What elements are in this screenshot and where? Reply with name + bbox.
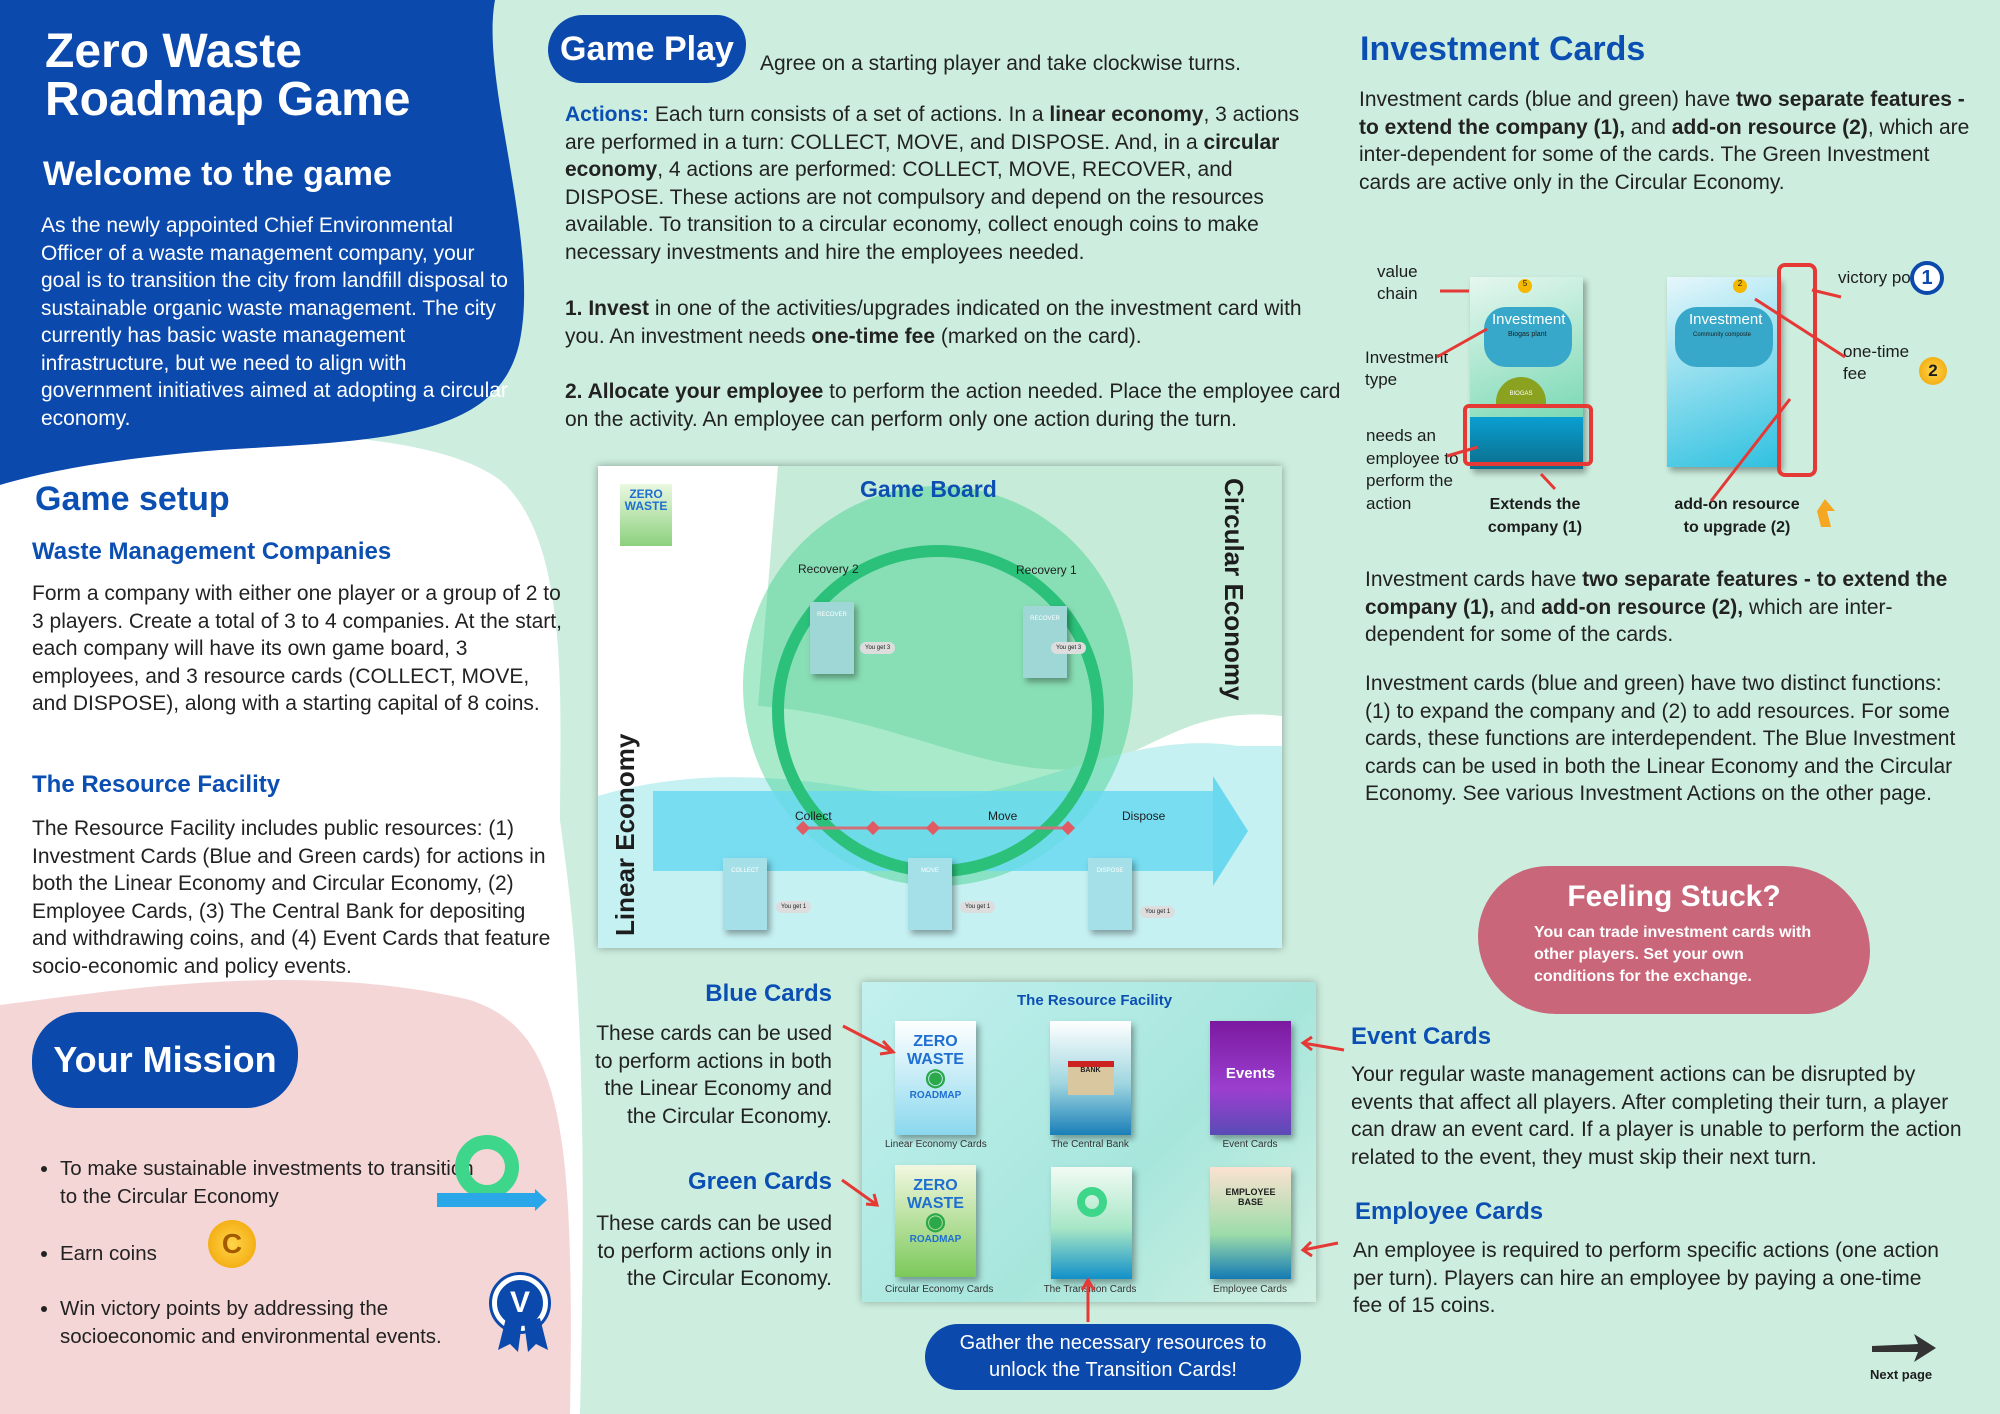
mission-item: Win victory points by addressing the soc… [60,1295,480,1350]
blue-cards-text: These cards can be used to perform actio… [595,1022,832,1128]
employee-cards-heading: Employee Cards [1355,1198,1544,1225]
welcome-heading: Welcome to the game [43,155,392,193]
mission-list: To make sustainable investments to trans… [60,1155,480,1350]
one-time-fee-label: one-time fee [1843,342,1910,383]
green-cards-text: These cards can be used to perform actio… [596,1212,832,1290]
fee-coin-icon: 2 [1919,357,1947,385]
recovery1-label: Recovery 1 [1016,563,1077,577]
card-caption: Employee Cards [1213,1284,1287,1295]
next-page-link[interactable]: Next page [1870,1367,1933,1382]
linear-economy-label: Linear Economy [610,733,640,936]
investment-type-label: Investment type [1365,348,1449,389]
page-title: Zero Waste Roadmap Game [45,28,410,124]
dispose-card: DISPOSE [1088,858,1132,930]
move-card: MOVE [908,858,952,930]
reward-badge: You get 3 [1051,642,1087,654]
reward-badge: You get 3 [860,642,896,654]
title-line-1: Zero Waste [45,25,302,78]
card-caption: The Central Bank [1051,1139,1129,1150]
move-label: Move [988,809,1018,823]
addon-label: add-on resource to upgrade (2) [1674,496,1800,536]
ribbon-tails-icon [498,1318,548,1352]
transition-logo-icon [437,1135,547,1211]
feeling-stuck-callout: Feeling Stuck? You can trade investment … [1478,866,1870,1014]
employee-cards-text: An employee is required to perform speci… [1353,1239,1939,1317]
mission-item: Earn coins [60,1240,480,1295]
mission-item: To make sustainable investments to trans… [60,1155,480,1240]
central-bank-card: BANK [1050,1021,1131,1135]
reward-badge: You get 1 [960,901,996,913]
victory-ribbon-icon: 1 [1910,261,1944,295]
investment-text-1: Investment cards (blue and green) have t… [1359,88,1970,194]
coin-icon: C [208,1220,256,1268]
investment-heading: Investment Cards [1360,30,1646,68]
reward-badge: You get 1 [1140,906,1176,918]
actions-text: Actions: Each turn consists of a set of … [565,103,1300,264]
card-caption: Event Cards [1222,1139,1278,1150]
employee-card: EMPLOYEE BASE [1210,1167,1291,1279]
event-cards-text: Your regular waste management actions ca… [1351,1063,1962,1169]
investment-card-diagram: value chain Investment type needs an emp… [1365,249,1985,549]
investment-text-3: Investment cards (blue and green) have t… [1365,672,1956,805]
step-invest: 1. Invest in one of the activities/upgra… [565,297,1302,348]
board-title: Game Board [860,476,997,502]
title-line-2: Roadmap Game [45,73,411,126]
transition-card [1051,1167,1132,1279]
circular-economy-label: Circular Economy [1219,478,1249,701]
gameplay-heading: Game Play [548,15,746,83]
recover-card: RECOVER [810,602,854,674]
actions-label: Actions: [565,103,649,126]
highlight-extends [1463,404,1593,466]
companies-heading: Waste Management Companies [32,538,392,565]
diagram-arrows [1436,288,1846,527]
fee-coin-icon: 2 [1733,279,1747,293]
dispose-label: Dispose [1122,809,1166,823]
investment-card-biogas: Investment Biogas plant BIOGAS 5 [1470,277,1583,469]
gather-resources-banner: Gather the necessary resources to unlock… [925,1324,1301,1390]
card-caption: Circular Economy Cards [885,1284,994,1295]
stuck-title: Feeling Stuck? [1567,880,1781,913]
gameplay-intro: Agree on a starting player and take cloc… [760,52,1241,75]
next-page-arrow-icon[interactable] [1870,1330,1940,1366]
intro-text: As the newly appointed Chief Environment… [41,214,508,430]
extends-label: Extends the company (1) [1487,496,1583,536]
companies-text: Form a company with either one player or… [32,582,562,715]
card-caption: The Transition Cards [1043,1284,1137,1295]
investment-text-2: Investment cards have two separate featu… [1365,568,1948,646]
needs-employee-label: needs an employee to perform the action [1366,426,1459,513]
facility-heading: The Resource Facility [32,771,281,798]
event-cards-card: Events [1210,1021,1291,1135]
event-cards-heading: Event Cards [1351,1023,1492,1050]
value-chain-label: value chain [1377,262,1418,303]
green-cards-heading: Green Cards [687,1168,832,1195]
collect-card: COLLECT [723,858,767,930]
reward-badge: You get 1 [776,901,812,913]
facility-text: The Resource Facility includes public re… [32,817,551,978]
recovery2-label: Recovery 2 [798,562,859,576]
fee-coin-icon: 5 [1518,279,1532,293]
setup-heading: Game setup [35,480,230,518]
stuck-text: You can trade investment cards with othe… [1534,924,1812,985]
blue-cards-heading: Blue Cards [705,980,832,1007]
facility-image-title: The Resource Facility [1017,992,1173,1009]
highlight-addon [1777,263,1817,477]
step-allocate: 2. Allocate your employee to perform the… [565,380,1341,431]
collect-label: Collect [795,809,832,823]
card-caption: Linear Economy Cards [885,1139,987,1150]
mission-heading: Your Mission [32,1012,298,1108]
